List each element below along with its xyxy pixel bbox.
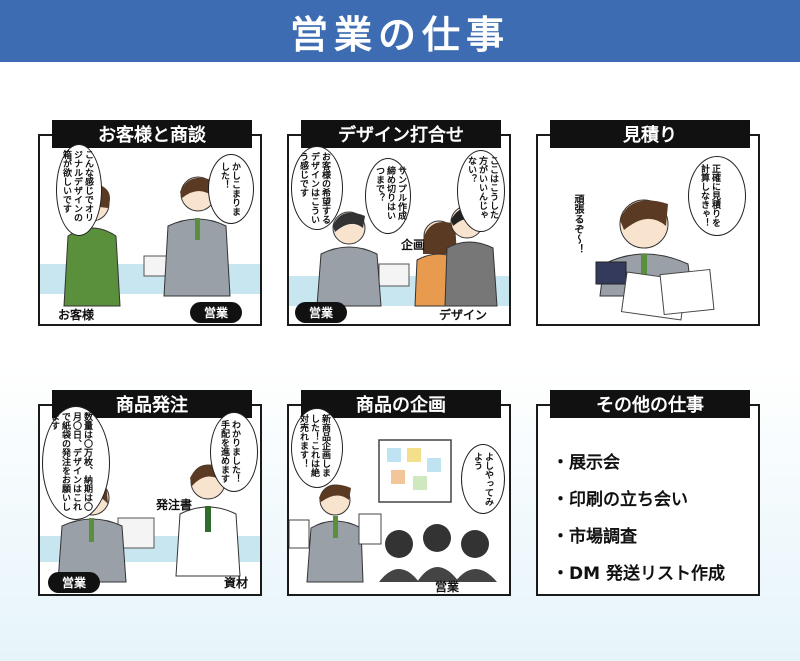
- speech-bubble: [457, 150, 505, 232]
- speech-bubble: [365, 158, 411, 234]
- list-item: 展示会: [552, 448, 725, 473]
- bubble-text: サンプル作成締め切りはいつまで？: [374, 166, 406, 220]
- bubble-text: 数量は〇万枚、納期は〇月〇日、デザインはこれで紙袋の発注をお願いします: [49, 412, 92, 511]
- label-sales: 営業: [48, 572, 101, 593]
- panel-tab: 商品発注: [52, 390, 252, 418]
- bubble-text: 新商品企画しました！これは絶対売れます！: [298, 414, 330, 477]
- panel-tab: デザイン打合せ: [301, 120, 501, 148]
- list-item: DM 発送リスト作成: [552, 559, 725, 584]
- other-work-list: 展示会 印刷の立ち会い 市場調査 DM 発送リスト作成: [552, 448, 725, 596]
- bubble-text: 正確に見積りを計算しなきゃ！: [699, 164, 720, 227]
- product-planning-illustration: [289, 439, 497, 583]
- panel-design-meeting: デザイン打合せ お客様の希望するデザインはこういう感じです サンプル作成締め切り…: [287, 120, 511, 326]
- speech-bubble: [42, 406, 110, 520]
- bubble-text: こんな感じでオリジナルデザインの箱が欲しいです: [61, 150, 93, 222]
- bubble-text: かしこまりました！: [219, 162, 240, 216]
- speech-bubble: [291, 146, 343, 230]
- speech-bubble: [461, 444, 505, 514]
- handwritten-text: 頑張るぞ〜！: [572, 194, 583, 254]
- label-order-form: 発注書: [156, 498, 193, 512]
- label-customer: お客様: [58, 308, 95, 322]
- panel-tab: お客様と商談: [52, 120, 252, 148]
- bubble-text: お客様の希望するデザインはこういう感じです: [298, 152, 330, 224]
- design-meeting-illustration: [289, 205, 509, 307]
- bubble-text: わかりました！手配を進めます: [219, 420, 240, 483]
- bubble-text: よしやってみよう: [472, 452, 493, 506]
- panel-tab: その他の仕事: [550, 390, 750, 418]
- panel-product-planning: 商品の企画 新商品企画しました！これは絶対売れます！ よしやってみよう 営業: [287, 390, 511, 596]
- speech-bubble: [688, 156, 746, 236]
- panel-tab: 見積り: [550, 120, 750, 148]
- label-sales: 営業: [190, 302, 243, 323]
- panel-estimate: 見積り 正確に見積りを計算しなきゃ！ 頑張るぞ〜！: [536, 120, 760, 326]
- panel-customer-meeting: お客様と商談 こんな感じでオリジナルデザインの箱が欲しいです かしこまりました！…: [38, 120, 262, 326]
- label-materials: 資材: [224, 576, 249, 590]
- panel-other-work: その他の仕事 展示会 印刷の立ち会い 市場調査 DM 発送リスト作成: [536, 390, 760, 596]
- speech-bubble: [208, 154, 254, 224]
- label-planning: 企画: [401, 238, 426, 252]
- page-header: 営業の仕事: [0, 0, 800, 62]
- bubble-text: ここはこうした方がいいんじゃない？: [466, 156, 498, 219]
- speech-bubble: [291, 408, 343, 488]
- panel-tab: 商品の企画: [301, 390, 501, 418]
- page-title: 営業の仕事: [289, 12, 510, 57]
- label-design: デザイン: [439, 308, 488, 322]
- speech-bubble: [56, 144, 102, 236]
- speech-bubble: [210, 412, 258, 492]
- label-sales: 営業: [295, 302, 348, 323]
- list-item: 印刷の立ち会い: [552, 485, 725, 510]
- label-sales: 営業: [435, 580, 460, 594]
- list-item: 市場調査: [552, 522, 725, 547]
- panel-product-order: 商品発注 数量は〇万枚、納期は〇月〇日、デザインはこれで紙袋の発注をお願いします…: [38, 390, 262, 596]
- estimate-illustration: [595, 199, 715, 321]
